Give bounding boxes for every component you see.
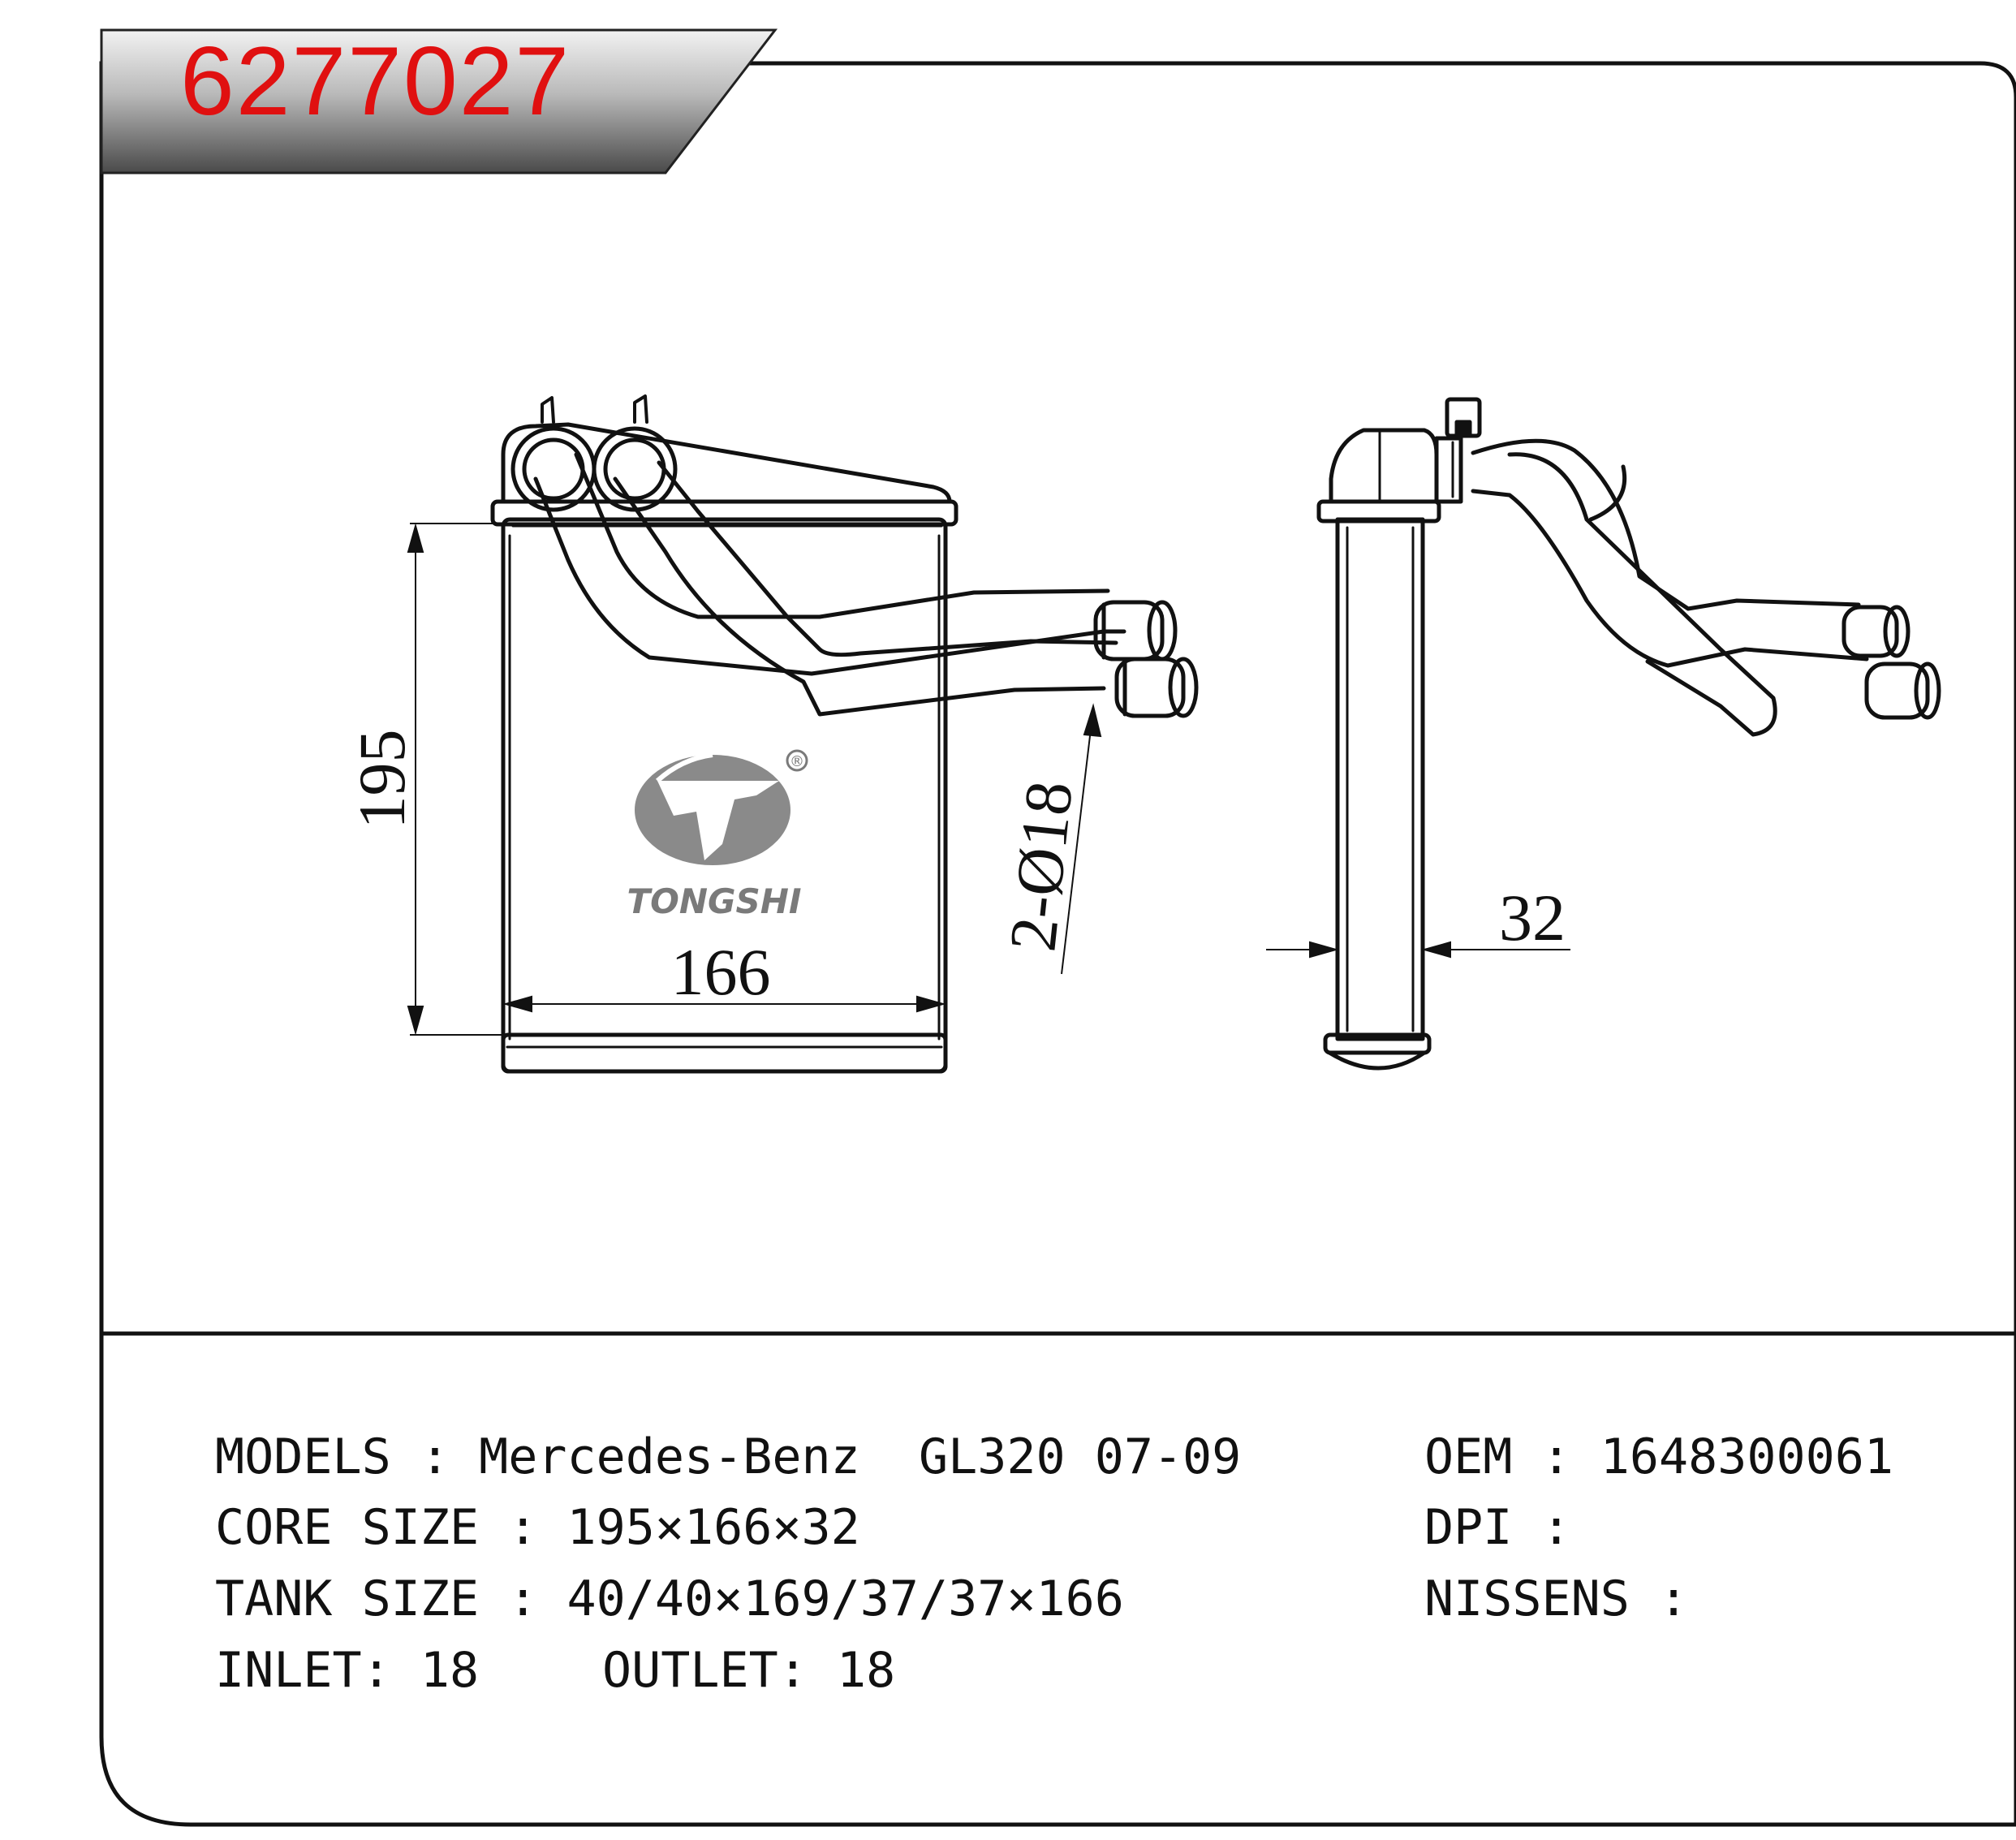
front-view: [490, 394, 1199, 1074]
dim-width: 166: [671, 935, 771, 1009]
svg-text:®: ®: [790, 753, 804, 770]
tongshi-logo: ® TONGSHI: [627, 749, 808, 921]
lower-pipe: [613, 476, 1106, 717]
bottom-tank: [501, 1032, 948, 1074]
side-core: [1335, 517, 1425, 1041]
spec-dpi: DPI :: [1424, 1499, 1571, 1556]
dim-height: 195: [345, 730, 419, 830]
sheet-border: [99, 61, 2016, 1827]
part-number: 6277027: [180, 27, 571, 136]
dim-depth: 32: [1499, 881, 1566, 954]
side-pipe-lower: [1507, 452, 1777, 737]
side-pipe-end-2: [1864, 661, 1930, 720]
registered-mark-icon: [786, 749, 808, 772]
dim-pipe-diameter: 2-Ø18: [995, 778, 1086, 954]
header-tab: [100, 28, 778, 175]
spec-models: MODELS : Mercedes-Benz GL320 07-09: [215, 1428, 1242, 1485]
top-tank: [490, 499, 958, 527]
lower-pipe-end: [1114, 657, 1186, 718]
spec-core-size: CORE SIZE : 195×166×32: [215, 1499, 860, 1556]
side-dimensions: [1266, 941, 1570, 959]
spec-nissens: NISSENS :: [1424, 1571, 1689, 1627]
spec-oem: OEM : 1648300061: [1424, 1428, 1893, 1485]
side-view: [1316, 397, 1941, 1071]
side-pipe-end-1: [1842, 605, 1899, 658]
spec-outlet: OUTLET: 18: [602, 1642, 896, 1699]
side-pipe-upper: [1471, 438, 1861, 611]
spec-inlet: INLET: 18: [215, 1642, 480, 1699]
brand-name: TONGSHI: [627, 881, 801, 921]
front-dimensions: [407, 523, 1102, 1036]
spec-tank-size: TANK SIZE : 40/40×169/37/37×166: [215, 1571, 1124, 1627]
upper-pipe: [533, 476, 1126, 676]
